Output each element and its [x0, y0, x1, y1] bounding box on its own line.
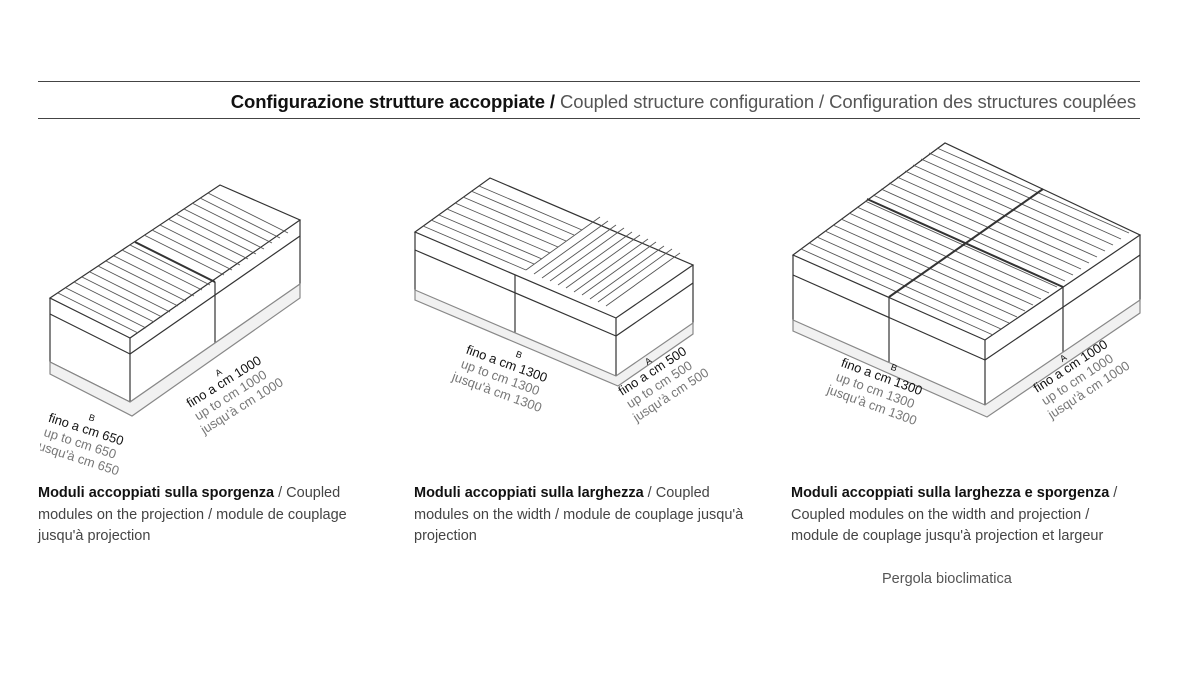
diagram-width-coupling: B fino a cm 1300 up to cm 1300 jusqu'à c… [413, 177, 710, 425]
title-english: Coupled structure configuration [554, 91, 815, 112]
dim-b-letter: B [889, 362, 898, 373]
page-title: Configurazione strutture accoppiate / Co… [38, 91, 1136, 113]
caption-width-text: / Coupled modules on the width / module … [414, 485, 744, 544]
caption-width-projection-text: / Coupled modules on the width and proje… [791, 485, 1118, 544]
caption-projection-text: / Coupled modules on the projection / mo… [38, 485, 347, 544]
caption-width-bold: Moduli accoppiati sulla larghezza [414, 485, 644, 501]
dim-b-letter: B [514, 349, 523, 360]
diagram-width-projection-coupling: B fino a cm 1300 up to cm 1300 jusqu'à c… [791, 142, 1142, 428]
footer-label: Pergola bioclimatica [882, 571, 1012, 587]
dim-a-letter: A [1058, 352, 1068, 364]
caption-width: Moduli accoppiati sulla larghezza / Coup… [414, 483, 759, 548]
diagram-projection-coupling: B fino a cm 650 up to cm 650 jusqu'à cm … [40, 184, 302, 478]
header-top-rule [38, 81, 1140, 82]
title-french: / Configuration des structures couplées [814, 91, 1136, 112]
header-bottom-rule [38, 118, 1140, 119]
dim-b-letter: B [88, 412, 97, 423]
caption-width-projection: Moduli accoppiati sulla larghezza e spor… [791, 483, 1126, 548]
caption-projection-bold: Moduli accoppiati sulla sporgenza [38, 485, 275, 501]
dim-a-letter: A [643, 355, 653, 367]
caption-projection: Moduli accoppiati sulla sporgenza / Coup… [38, 483, 383, 548]
title-italian: Configurazione strutture accoppiate / [230, 91, 555, 112]
caption-width-projection-bold: Moduli accoppiati sulla larghezza e spor… [791, 485, 1110, 501]
dim-a-letter: A [213, 367, 223, 379]
